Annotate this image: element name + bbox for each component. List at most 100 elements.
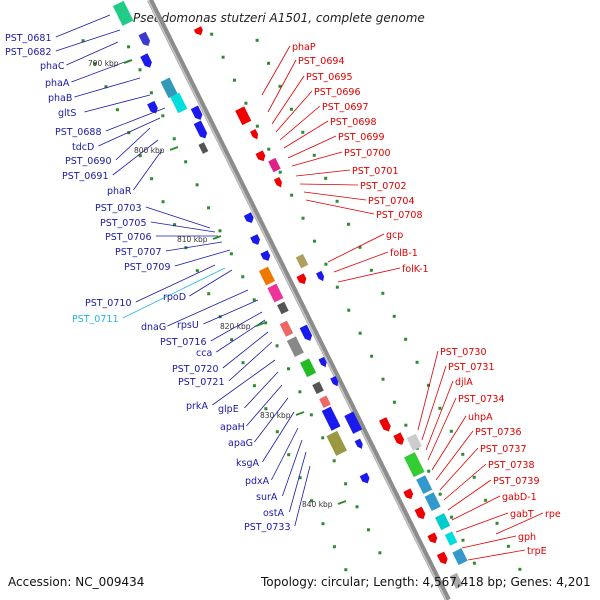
gene-label-pst_0702[interactable]: PST_0702 bbox=[360, 181, 407, 192]
gene-label-pst_0699[interactable]: PST_0699 bbox=[338, 132, 385, 143]
gene-arrow[interactable] bbox=[379, 417, 392, 433]
gene-label-apag[interactable]: apaG bbox=[228, 438, 253, 449]
gene-label-pst_0704[interactable]: PST_0704 bbox=[368, 196, 415, 207]
gene-block[interactable] bbox=[295, 253, 309, 269]
gene-block[interactable] bbox=[277, 301, 289, 315]
gene-label-pst_0716[interactable]: PST_0716 bbox=[160, 337, 207, 348]
gene-label-pst_0737[interactable]: PST_0737 bbox=[480, 444, 527, 455]
gene-label-trpe[interactable]: trpE bbox=[527, 546, 547, 557]
gene-feature[interactable] bbox=[140, 53, 153, 69]
gene-feature[interactable] bbox=[147, 100, 160, 115]
gene-arrow[interactable] bbox=[250, 129, 260, 141]
gene-label-phap[interactable]: phaP bbox=[292, 42, 316, 53]
gene-arrow[interactable] bbox=[330, 375, 340, 388]
gene-arrow[interactable] bbox=[138, 31, 151, 48]
gene-feature[interactable] bbox=[295, 253, 309, 269]
gene-arrow[interactable] bbox=[255, 150, 268, 163]
gene-label-pst_0691[interactable]: PST_0691 bbox=[62, 171, 109, 182]
gene-arrow[interactable] bbox=[147, 100, 160, 115]
gene-block[interactable] bbox=[267, 283, 284, 303]
gene-block[interactable] bbox=[344, 411, 363, 434]
gene-label-osta[interactable]: ostA bbox=[263, 508, 284, 519]
gene-feature[interactable] bbox=[316, 270, 326, 283]
gene-block[interactable] bbox=[286, 336, 304, 357]
gene-feature[interactable] bbox=[112, 0, 134, 26]
gene-arrow[interactable] bbox=[403, 488, 415, 501]
gene-feature[interactable] bbox=[258, 266, 276, 286]
gene-label-rpsu[interactable]: rpsU bbox=[177, 320, 199, 331]
gene-block[interactable] bbox=[112, 0, 134, 26]
gene-block[interactable] bbox=[435, 513, 451, 531]
gene-feature[interactable] bbox=[326, 430, 347, 456]
gene-arrow[interactable] bbox=[318, 356, 329, 369]
gene-arrow[interactable] bbox=[260, 250, 272, 263]
gene-label-apah[interactable]: apaH bbox=[220, 422, 245, 433]
gene-arrow[interactable] bbox=[193, 26, 205, 37]
gene-feature[interactable] bbox=[444, 531, 458, 546]
gene-label-pst_0682[interactable]: PST_0682 bbox=[5, 47, 52, 58]
gene-feature[interactable] bbox=[330, 375, 340, 388]
gene-feature[interactable] bbox=[250, 129, 260, 141]
gene-label-pst_0695[interactable]: PST_0695 bbox=[306, 72, 353, 83]
gene-feature[interactable] bbox=[449, 572, 464, 589]
gene-label-pst_0700[interactable]: PST_0700 bbox=[344, 148, 391, 159]
gene-label-gcp[interactable]: gcp bbox=[386, 230, 403, 241]
gene-feature[interactable] bbox=[436, 551, 450, 566]
gene-feature[interactable] bbox=[250, 234, 262, 247]
gene-feature[interactable] bbox=[138, 31, 151, 48]
gene-block[interactable] bbox=[300, 358, 317, 378]
gene-block[interactable] bbox=[452, 548, 468, 566]
gene-block[interactable] bbox=[258, 266, 276, 286]
gene-label-pst_0710[interactable]: PST_0710 bbox=[85, 298, 132, 309]
gene-feature[interactable] bbox=[416, 475, 433, 495]
gene-feature[interactable] bbox=[319, 395, 331, 409]
gene-feature[interactable] bbox=[286, 336, 304, 357]
gene-feature[interactable] bbox=[160, 77, 178, 99]
gene-block[interactable] bbox=[268, 157, 281, 173]
gene-label-ksga[interactable]: ksgA bbox=[236, 458, 259, 469]
gene-arrow[interactable] bbox=[190, 105, 204, 122]
gene-block[interactable] bbox=[160, 77, 178, 99]
gene-feature[interactable] bbox=[255, 150, 268, 163]
gene-label-pst_0708[interactable]: PST_0708 bbox=[376, 210, 423, 221]
gene-arrow[interactable] bbox=[427, 532, 439, 546]
gene-feature[interactable] bbox=[354, 438, 365, 451]
gene-label-pst_0731[interactable]: PST_0731 bbox=[448, 362, 495, 373]
gene-feature[interactable] bbox=[198, 142, 209, 154]
gene-label-pst_0734[interactable]: PST_0734 bbox=[458, 394, 505, 405]
gene-label-gabd-1[interactable]: gabD-1 bbox=[502, 492, 537, 503]
gene-label-pst_0739[interactable]: PST_0739 bbox=[493, 476, 540, 487]
gene-feature[interactable] bbox=[243, 212, 256, 225]
gene-feature[interactable] bbox=[193, 26, 205, 37]
gene-feature[interactable] bbox=[299, 324, 314, 343]
gene-label-rpe[interactable]: rpe bbox=[545, 509, 561, 520]
gene-feature[interactable] bbox=[268, 157, 281, 173]
gene-label-phac[interactable]: phaC bbox=[40, 61, 65, 72]
gene-block[interactable] bbox=[416, 475, 433, 495]
gene-arrow[interactable] bbox=[316, 270, 326, 283]
gene-label-folk-1[interactable]: folK-1 bbox=[402, 264, 429, 275]
gene-label-phab[interactable]: phaB bbox=[48, 93, 72, 104]
gene-block[interactable] bbox=[449, 572, 464, 589]
gene-block[interactable] bbox=[198, 142, 209, 154]
gene-label-pst_0701[interactable]: PST_0701 bbox=[352, 166, 399, 177]
gene-arrow[interactable] bbox=[354, 438, 365, 451]
gene-label-pst_0681[interactable]: PST_0681 bbox=[5, 33, 52, 44]
gene-labels[interactable]: PST_0681PST_0682phaCphaAphaBgltSPST_0688… bbox=[5, 33, 561, 557]
gene-label-gabt[interactable]: gabT bbox=[510, 509, 534, 520]
gene-block[interactable] bbox=[235, 106, 252, 126]
gene-block[interactable] bbox=[321, 406, 341, 431]
gene-block[interactable] bbox=[312, 381, 324, 395]
gene-feature[interactable] bbox=[193, 120, 209, 141]
gene-feature[interactable] bbox=[296, 273, 308, 286]
gene-label-prka[interactable]: prkA bbox=[186, 401, 208, 412]
gene-feature[interactable] bbox=[321, 406, 341, 431]
gene-label-pst_0696[interactable]: PST_0696 bbox=[314, 87, 361, 98]
gene-feature[interactable] bbox=[277, 301, 289, 315]
gene-feature[interactable] bbox=[406, 433, 422, 451]
gene-label-cca[interactable]: cca bbox=[196, 348, 212, 359]
gene-feature[interactable] bbox=[235, 106, 252, 126]
gene-feature[interactable] bbox=[318, 356, 329, 369]
gene-feature[interactable] bbox=[404, 452, 425, 478]
gene-label-djla[interactable]: djlA bbox=[455, 377, 473, 388]
